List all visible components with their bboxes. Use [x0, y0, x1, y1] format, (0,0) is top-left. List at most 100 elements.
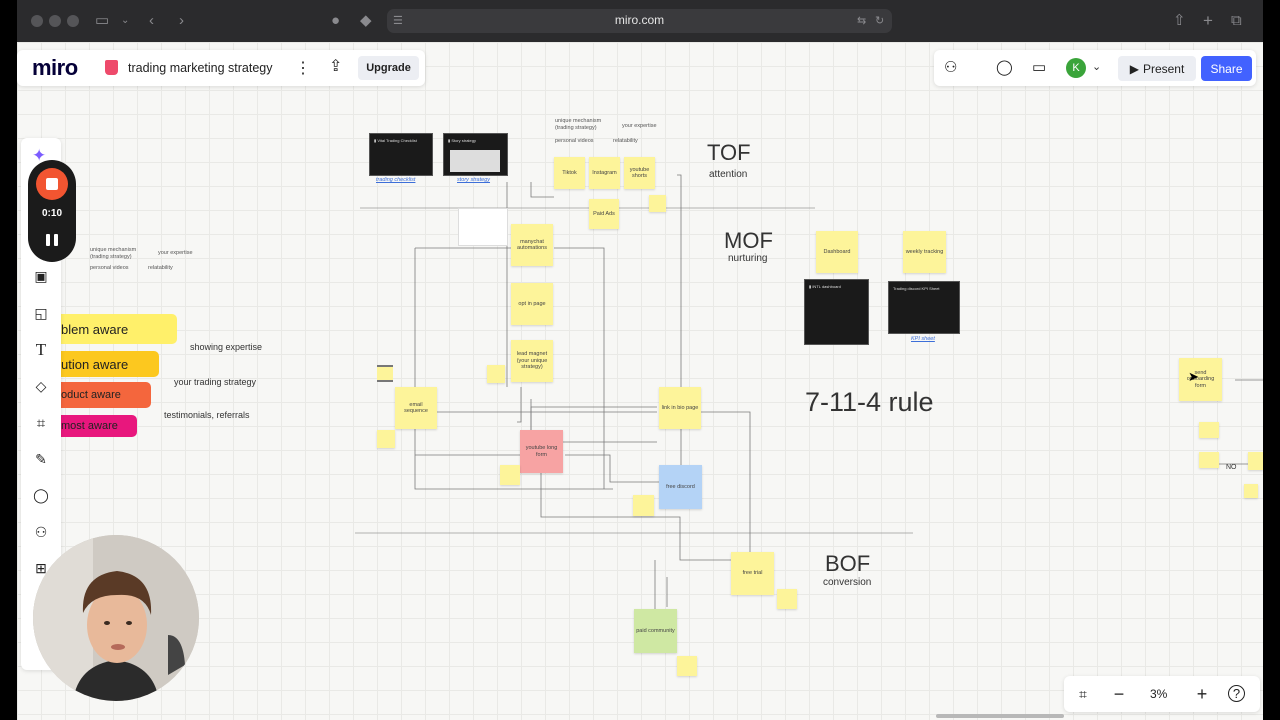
unique-mechanism-note: unique mechanism (trading strategy) — [555, 118, 602, 131]
minimize-window-button[interactable] — [49, 15, 61, 27]
sticky-small[interactable] — [677, 656, 697, 676]
zoom-in-button[interactable]: + — [1196, 683, 1208, 704]
sticky-small[interactable] — [649, 195, 666, 212]
sticky-paid-community[interactable]: paid community — [634, 609, 677, 653]
recording-time: 0:10 — [41, 208, 62, 219]
awareness-stage-2[interactable]: ution aware — [57, 351, 159, 377]
sticky-youtube-long-form[interactable]: youtube long form — [520, 430, 563, 473]
sticky-small[interactable] — [633, 495, 654, 516]
pen-icon[interactable]: ✎ — [35, 450, 47, 467]
sticky-dashboard[interactable]: Dashboard — [816, 231, 858, 273]
your-expertise-note: your expertise — [622, 123, 657, 129]
awareness-note-1: showing expertise — [190, 342, 263, 352]
sticky-optin[interactable]: opt in page — [511, 283, 553, 325]
sidebar-icon[interactable]: ▭ — [95, 12, 110, 29]
present-button[interactable]: ▶Present — [1118, 56, 1196, 81]
sticky-small[interactable] — [487, 365, 505, 383]
share-page-icon[interactable]: ⇧ — [1173, 12, 1186, 29]
chevron-down-icon[interactable]: ⌄ — [1092, 61, 1102, 73]
awareness-stage-1-label: blem aware — [61, 321, 129, 337]
zoom-window-button[interactable] — [67, 15, 79, 27]
more-options-icon[interactable]: ⋮ — [295, 60, 311, 77]
video-call-icon[interactable]: ▭ — [1032, 59, 1047, 76]
pause-button[interactable] — [46, 234, 58, 246]
ai-sparkle-icon[interactable]: ✦ — [32, 146, 47, 165]
sticky-paid-ads[interactable]: Paid Ads — [589, 199, 619, 229]
frame-icon[interactable]: ⌗ — [36, 414, 46, 432]
zoom-level[interactable]: 3% — [1150, 687, 1168, 701]
mouse-cursor-icon: ➤ — [1188, 369, 1199, 384]
sticky-weekly-tracking[interactable]: weekly tracking — [903, 231, 946, 273]
doc-icon[interactable] — [377, 365, 393, 382]
sticky-small[interactable] — [777, 589, 797, 609]
fit-to-screen-icon[interactable]: ⌗ — [1079, 685, 1087, 702]
webcam-bubble[interactable] — [33, 535, 199, 701]
awareness-stage-1[interactable]: blem aware — [57, 314, 177, 344]
sticky-send-onboarding-form[interactable]: send onboarding form — [1179, 358, 1222, 401]
horizontal-scrollbar[interactable] — [936, 714, 1064, 718]
upgrade-button[interactable]: Upgrade — [358, 56, 419, 80]
comment-icon[interactable]: ◯ — [33, 486, 49, 503]
extension-icon[interactable]: ◆ — [360, 12, 372, 29]
avatar[interactable]: K — [1066, 58, 1086, 78]
awareness-stage-3-label: oduct aware — [61, 389, 121, 401]
reload-icon[interactable]: ↻ — [875, 15, 885, 27]
trading-checklist-card[interactable]: ▮ Vital Trading Checklist — [369, 133, 433, 176]
chevron-down-icon[interactable]: ⌄ — [121, 15, 130, 26]
comments-icon[interactable]: ◯ — [996, 59, 1013, 76]
apps-icon[interactable]: ⚇ — [34, 523, 48, 540]
sticky-link-in-bio[interactable]: link in bio page — [659, 387, 701, 429]
new-tab-icon[interactable]: + — [1203, 11, 1213, 30]
sticky-free-trial[interactable]: free trial — [731, 552, 774, 595]
sticky-small[interactable] — [500, 465, 520, 485]
share-button[interactable]: Share — [1201, 56, 1252, 81]
close-window-button[interactable] — [31, 15, 43, 27]
url-text: miro.com — [614, 13, 665, 27]
no-label: NO — [1226, 464, 1237, 471]
sticky-free-discord[interactable]: free discord — [659, 465, 702, 509]
awareness-stage-4[interactable]: most aware — [57, 415, 137, 437]
templates-icon[interactable]: ▣ — [34, 267, 48, 284]
translate-icon[interactable]: ⇆ — [857, 15, 867, 27]
sticky-note-icon[interactable]: ◱ — [34, 304, 48, 321]
whiteboard-canvas[interactable]: ▮ Vital Trading Checklist trading checkl… — [17, 42, 1263, 720]
sticky-instagram[interactable]: Instagram — [589, 157, 620, 189]
miro-logo[interactable]: miro — [32, 55, 78, 80]
privacy-icon[interactable]: ● — [331, 12, 341, 29]
sticky-small[interactable] — [1248, 452, 1263, 470]
page-menu-icon[interactable]: ☰ — [393, 15, 403, 27]
trading-checklist-link[interactable]: trading checklist — [376, 177, 416, 183]
mof-title: MOF — [724, 228, 773, 253]
zoom-out-button[interactable]: − — [1113, 683, 1125, 704]
sticky-youtube-shorts[interactable]: youtube shorts — [624, 157, 655, 189]
stop-recording-button[interactable] — [36, 168, 68, 200]
sticky-manychat[interactable]: manychat automations — [511, 224, 553, 266]
awareness-stage-4-bg — [57, 415, 137, 437]
browser-toolbar: ▭ ⌄ ‹ › ● ◆ ☰ miro.com ⇆ ↻ ⇧ + ⧉ — [17, 0, 1263, 42]
forward-icon[interactable]: › — [179, 12, 184, 29]
address-bar[interactable]: ☰ miro.com ⇆ ↻ — [387, 9, 892, 33]
sticky-lead-magnet[interactable]: lead magnet (your unique strategy) — [511, 340, 553, 382]
kpi-sheet-preview[interactable]: Trading discord KPI Sheet — [888, 281, 960, 334]
text-icon[interactable]: T — [35, 340, 47, 359]
export-icon[interactable]: ⇪ — [329, 58, 343, 75]
form-preview[interactable] — [458, 208, 508, 246]
story-strategy-link[interactable]: story strategy — [457, 177, 491, 183]
sticky-small[interactable] — [1199, 422, 1219, 438]
dashboard-preview[interactable]: ▮ INTL dashboard — [804, 279, 869, 345]
back-icon[interactable]: ‹ — [149, 12, 154, 29]
awareness-stage-3[interactable]: oduct aware — [57, 382, 151, 408]
shapes-icon[interactable]: ◇ — [35, 377, 47, 394]
sticky-tiktok[interactable]: Tiktok — [554, 157, 585, 189]
reactions-icon[interactable]: ⚇ — [944, 59, 958, 76]
help-icon[interactable]: ? — [1228, 685, 1245, 702]
kpi-sheet-link[interactable]: KPI sheet — [911, 336, 935, 342]
story-strategy-card[interactable]: ▮ Story strategy — [443, 133, 508, 176]
tab-overview-icon[interactable]: ⧉ — [1231, 12, 1242, 29]
add-more-icon[interactable]: ⊞ — [35, 559, 47, 576]
sticky-email-sequence[interactable]: email sequence — [395, 387, 437, 429]
sticky-small[interactable] — [1244, 484, 1258, 498]
sticky-small[interactable] — [1199, 452, 1219, 468]
sticky-small[interactable] — [377, 430, 395, 448]
board-title[interactable]: trading marketing strategy — [128, 61, 273, 75]
